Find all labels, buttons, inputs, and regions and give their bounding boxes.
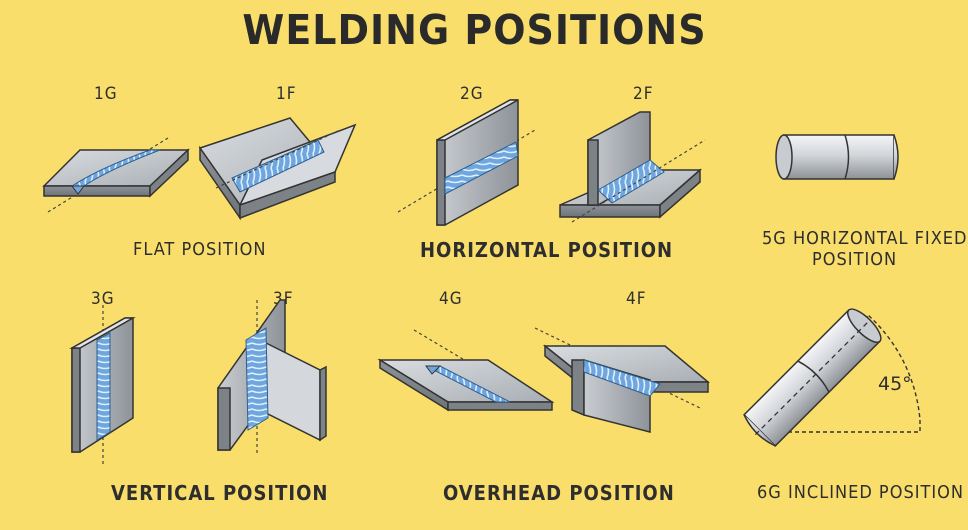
label-6g-inclined: 6G INCLINED POSITION [757, 482, 965, 503]
illustration-1g [42, 137, 190, 213]
angle-label: 45° [878, 373, 912, 395]
code-4f: 4F [626, 289, 647, 309]
illustration-4f [534, 327, 711, 433]
code-2f: 2F [633, 84, 654, 104]
illustration-6g-pipe: 45° [743, 308, 921, 447]
page-title: WELDING POSITIONS [242, 6, 707, 54]
code-3g: 3G [91, 289, 115, 309]
label-5g-line2: POSITION [812, 249, 898, 270]
label-overhead-position: OVERHEAD POSITION [443, 481, 675, 505]
label-vertical-position: VERTICAL POSITION [111, 481, 329, 505]
code-2g: 2G [460, 84, 484, 104]
code-1f: 1F [276, 84, 297, 104]
illustration-2f [559, 111, 706, 223]
illustration-3f [217, 299, 327, 455]
illustration-2g [397, 99, 536, 226]
label-horizontal-position: HORIZONTAL POSITION [420, 238, 674, 262]
label-5g-line1: 5G HORIZONTAL FIXED [762, 228, 968, 249]
code-4g: 4G [439, 289, 463, 309]
label-flat-position: FLAT POSITION [133, 239, 267, 260]
code-1g: 1G [94, 84, 118, 104]
illustration-1f [198, 117, 357, 221]
illustration-3g [69, 305, 136, 465]
illustration-4g [377, 329, 555, 412]
illustration-5g-pipe [775, 134, 899, 180]
